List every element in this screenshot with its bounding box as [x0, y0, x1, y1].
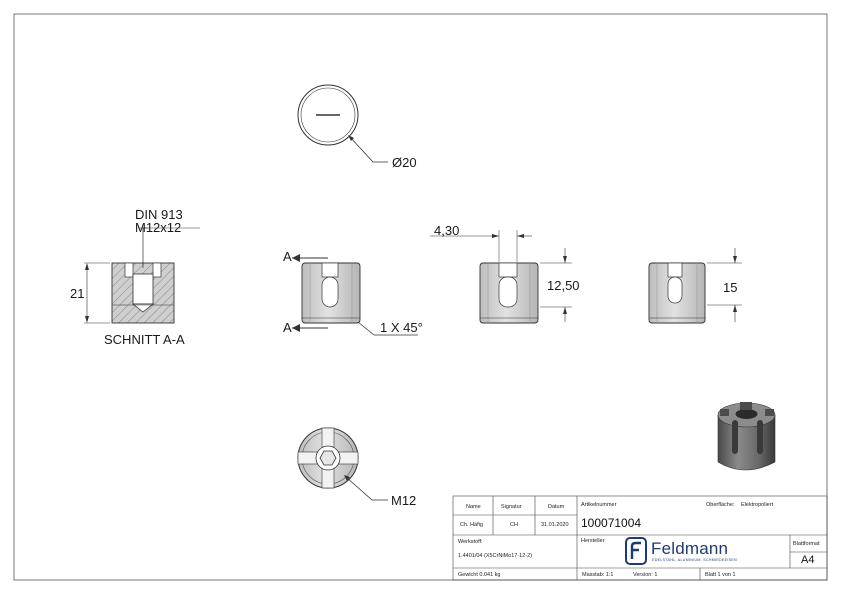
logo-text: Feldmann [651, 539, 729, 558]
cut-marker-bottom: A [283, 320, 292, 335]
drawer-date: 31.01.2020 [541, 522, 569, 528]
article-number: 100071004 [581, 516, 642, 530]
cut-marker-top: A [283, 249, 292, 264]
material-value: 1.4401/04 (X5CrNiMo17-12-2) [458, 553, 532, 559]
weight-label: Gewicht 0.041 kg [458, 572, 501, 578]
sheet-number: Blatt 1 von 1 [705, 572, 736, 578]
front-view [292, 254, 418, 336]
title-block [452, 495, 828, 581]
sheet-format-label: Blattformat [793, 541, 820, 547]
chamfer-label: 1 X 45° [380, 320, 423, 335]
isometric-render [717, 402, 776, 471]
diameter-label: Ø20 [392, 155, 417, 170]
col-name-header: Name [466, 504, 481, 510]
version-label: Version: 1 [633, 572, 658, 578]
col-date-header: Datum [548, 504, 565, 510]
article-label: Artikelnummer [581, 502, 617, 508]
depth-label: 15 [723, 280, 738, 295]
material-label: Werkstoff: [458, 539, 483, 545]
logo-subtitle: EDELSTAHL, ALUMINIUM, SCHMIEDEEISEN [652, 558, 737, 562]
col-signature-header: Signatur [501, 504, 522, 510]
feldmann-logo-icon [625, 537, 647, 565]
thread-size-label: M12x12 [135, 220, 182, 235]
section-caption: SCHNITT A-A [104, 332, 185, 347]
height-label: 21 [70, 286, 85, 301]
sheet-border [13, 13, 828, 581]
bottom-view [297, 427, 388, 501]
thread-standard-label: DIN 913 [135, 207, 183, 222]
section-view [84, 227, 200, 324]
side-view-1 [430, 230, 572, 324]
drawer-signature: CH [510, 522, 518, 528]
top-view [297, 84, 388, 163]
slot-width-label: 4,30 [434, 223, 460, 238]
surface-value: Elektropoliert [741, 502, 774, 508]
slot-depth-label: 12,50 [547, 278, 580, 293]
manufacturer-label: Hersteller [581, 538, 605, 544]
scale-label: Masstab: 1:1 [582, 572, 614, 578]
drawer-name: Ch. Häfig [460, 522, 483, 528]
surface-label: Oberfläche: [706, 502, 735, 508]
sheet-format-value: A4 [801, 554, 815, 566]
side-view-2 [648, 248, 742, 324]
thread-label: M12 [391, 493, 417, 508]
